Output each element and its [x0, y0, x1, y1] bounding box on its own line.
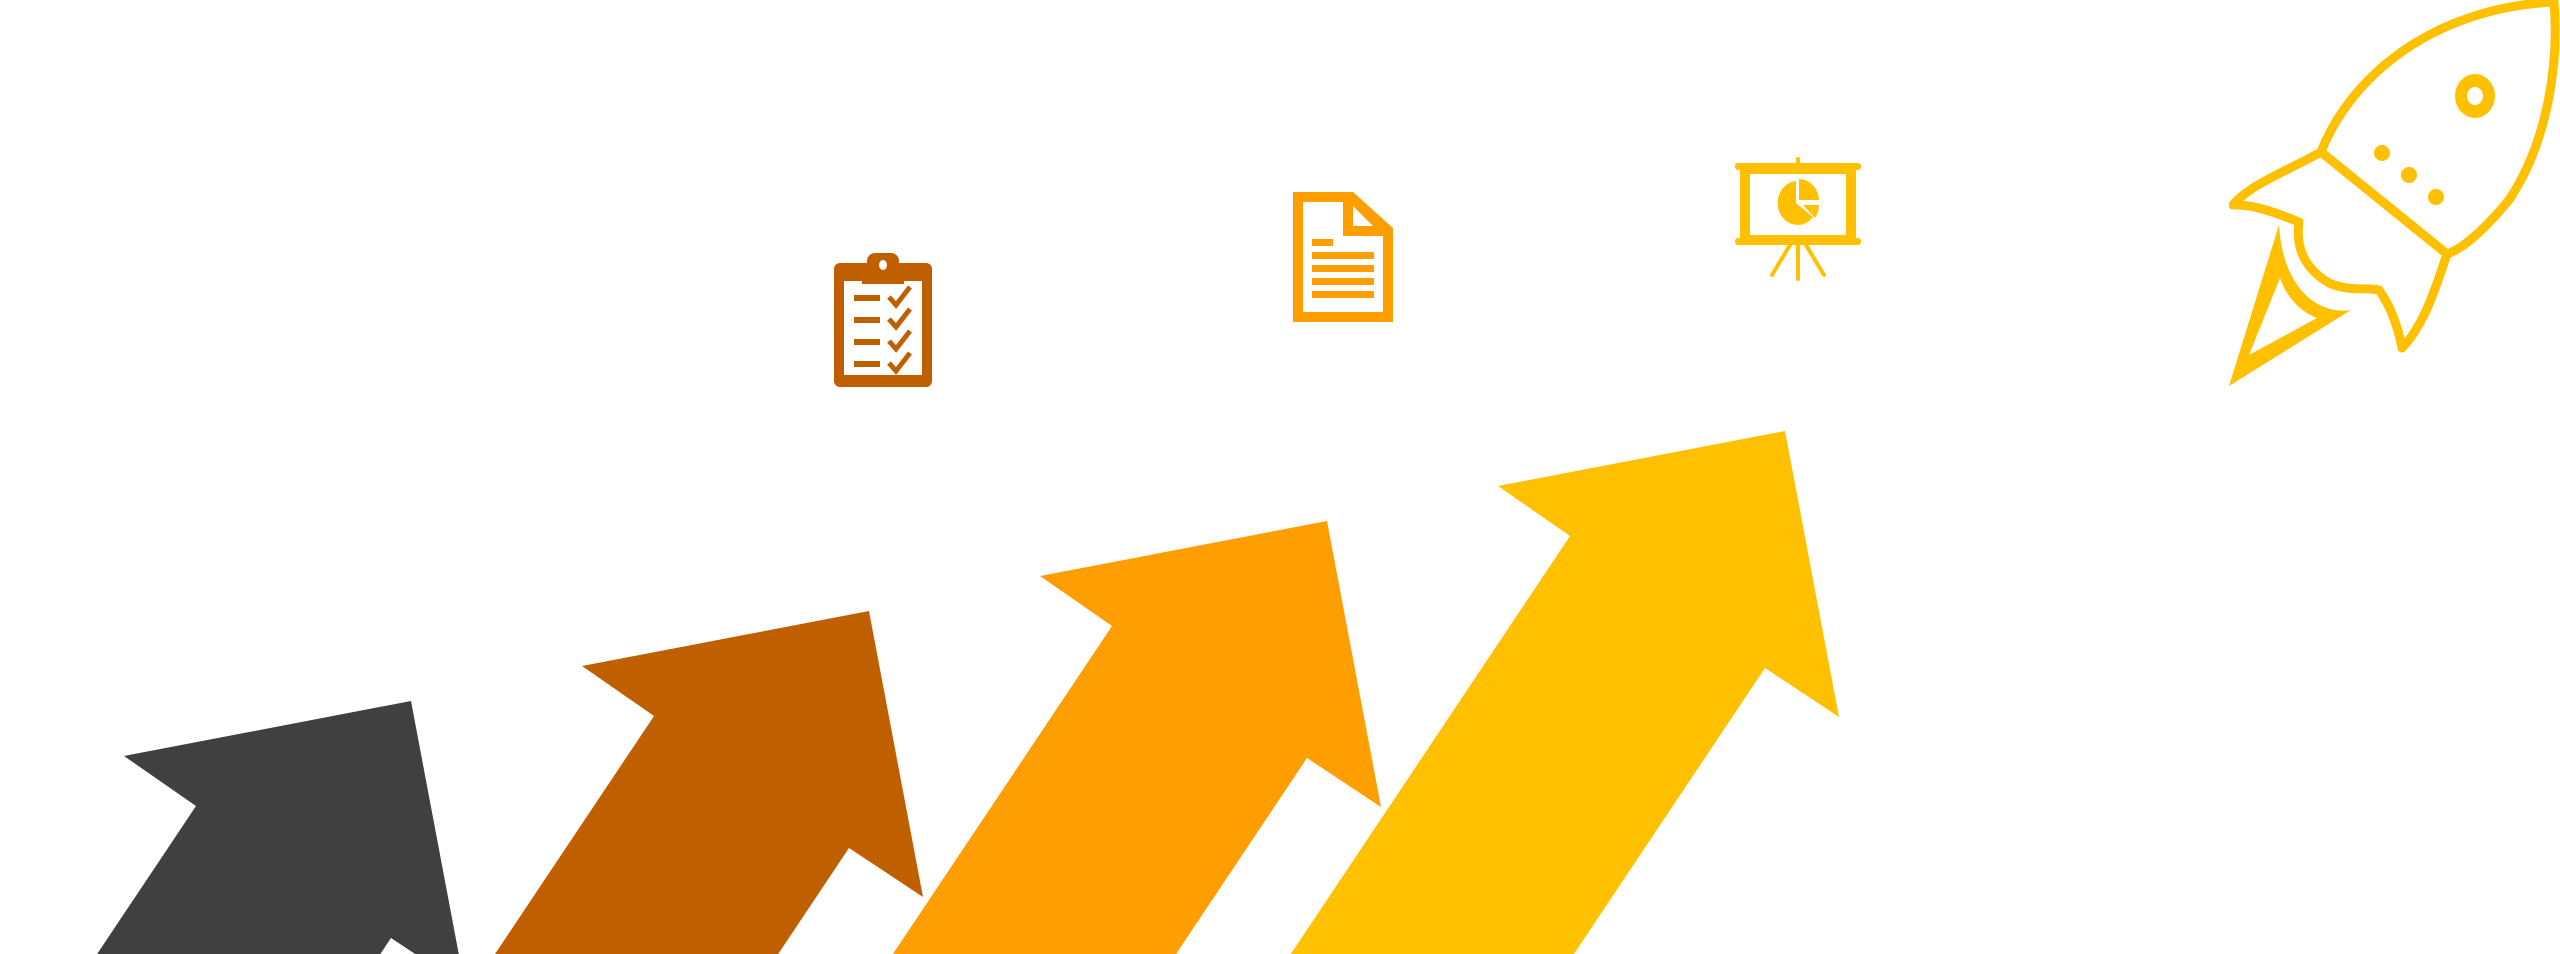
rocket-icon [2229, 0, 2560, 386]
arrow-step-3 [892, 521, 1381, 954]
arrow-step-4 [1290, 431, 1839, 954]
arrow-step-2 [495, 611, 923, 954]
document-icon [1293, 192, 1393, 322]
arrow-step-1 [97, 701, 459, 954]
presentation-board-icon [1735, 157, 1861, 281]
clipboard-checklist-icon [834, 253, 932, 387]
